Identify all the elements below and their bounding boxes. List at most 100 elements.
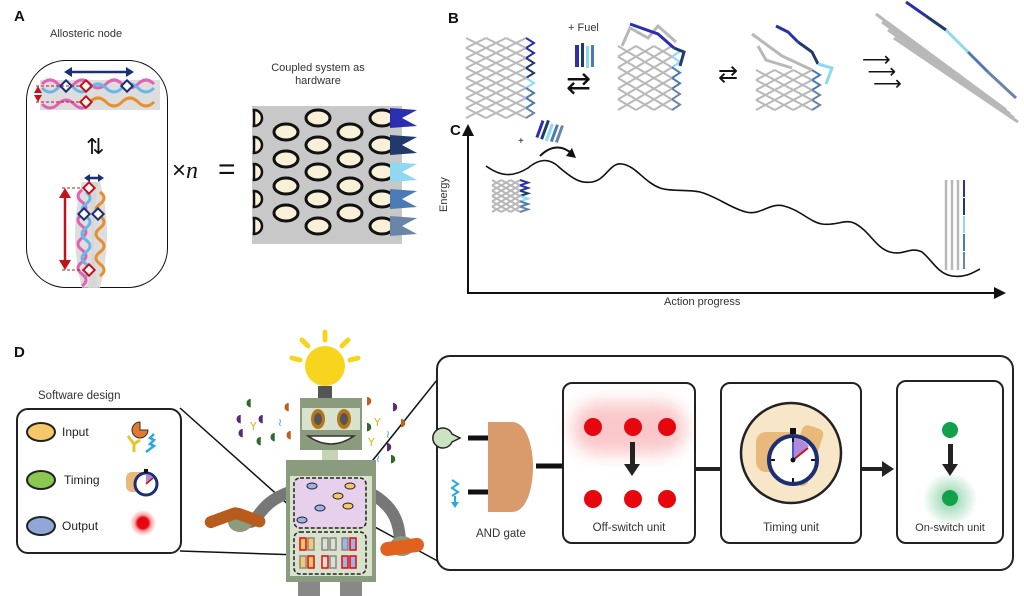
lattice-beam — [500, 184, 512, 192]
lattice-node — [272, 122, 300, 142]
robot-right-leg — [340, 582, 362, 596]
lattice-node — [272, 176, 300, 196]
red-dot — [584, 490, 602, 508]
svg-text:◖: ◖ — [286, 428, 292, 441]
lattice-beam — [635, 66, 655, 79]
lattice-beam — [485, 37, 507, 49]
strand — [811, 69, 822, 81]
strand-lock — [390, 135, 417, 155]
input-swatch — [26, 422, 56, 442]
lattice-beam — [653, 77, 673, 90]
legend-item-output: Output — [26, 516, 98, 536]
strand — [811, 89, 822, 101]
strand — [525, 37, 536, 49]
lattice-beam — [491, 200, 502, 208]
svg-text:◖: ◖ — [246, 396, 252, 409]
multiplier-label: ×n — [172, 157, 198, 185]
lattice-lower — [617, 45, 682, 111]
released-strand — [966, 50, 990, 74]
lattice-beam — [617, 55, 637, 69]
legend-label-input: Input — [62, 425, 89, 439]
strand — [519, 184, 532, 192]
fuel-strands-icon-c — [535, 119, 564, 143]
svg-text:Y: Y — [373, 416, 381, 429]
and-gate-label: AND gate — [476, 528, 526, 540]
strand — [525, 107, 536, 119]
green-dot-initial — [942, 422, 958, 438]
lattice-beam — [755, 99, 776, 111]
fuel-plus-mark: + — [518, 136, 524, 147]
svg-text:◖: ◖ — [236, 412, 242, 425]
lattice-beam — [755, 69, 776, 81]
coupled-hardware-lattice — [252, 106, 417, 244]
svg-text:≀: ≀ — [376, 452, 380, 465]
lattice-beam — [653, 45, 673, 58]
origami-start-inset — [491, 179, 532, 213]
lattice-node — [272, 149, 300, 169]
red-dot — [624, 490, 642, 508]
input-zigzag-icon — [450, 479, 460, 502]
strand — [525, 87, 536, 99]
lattice-beam — [500, 200, 512, 208]
lattice-beam — [792, 79, 813, 91]
lattice-beam — [491, 184, 502, 192]
lattice-beam — [505, 57, 527, 69]
lattice-beam — [500, 179, 512, 187]
hardware-title-line1: Coupled system as — [271, 62, 365, 74]
lattice-beam — [893, 36, 1019, 124]
red-dot — [624, 418, 642, 436]
equilibrium-arrow-2: ⇄ — [718, 61, 739, 88]
y-axis-arrowhead — [462, 124, 474, 136]
legend-label-output: Output — [62, 519, 99, 533]
lattice-beam — [465, 37, 487, 49]
strand — [525, 67, 536, 79]
robot-left-hand — [204, 507, 266, 532]
lattice-beam — [774, 79, 794, 91]
lattice-beam — [485, 77, 507, 89]
lattice-beam — [491, 205, 502, 213]
energy-axis-label: Energy — [438, 177, 450, 212]
robot-mouth — [305, 435, 357, 445]
lattice-node — [304, 135, 332, 155]
timing-swatch — [26, 470, 56, 490]
lattice-node — [336, 149, 364, 169]
lattice-beam — [653, 98, 673, 111]
lattice-beam — [485, 57, 507, 69]
svg-text:◖: ◖ — [284, 400, 290, 413]
strand — [671, 66, 682, 79]
lattice-beam — [491, 189, 502, 197]
svg-text:◖: ◖ — [270, 430, 276, 443]
legend-label-timing: Timing — [64, 473, 100, 487]
fuel-strands-icon — [575, 43, 594, 68]
red-dot — [658, 490, 676, 508]
down-arrow-icon — [630, 442, 635, 468]
strand — [519, 205, 532, 213]
lattice-beam — [653, 55, 673, 69]
origami-final-state — [875, 0, 1019, 124]
lattice-beam — [485, 87, 507, 99]
lattice-beam — [617, 98, 637, 111]
floating-molecules: ◖◖ ◖◖ ◖◖ ◖◖ Y≀ ◗◗ Y◗ ◗≀ Y◗ ≀◗ — [236, 394, 406, 465]
timing-stopwatch-icon — [739, 401, 843, 505]
strand — [525, 57, 536, 69]
lattice-half-node — [252, 189, 264, 209]
strand — [519, 179, 532, 187]
lattice-beam — [465, 107, 487, 119]
connector-off-to-timing — [694, 467, 722, 471]
svg-text:Y: Y — [367, 436, 375, 449]
arrowhead-to-on-switch — [882, 461, 894, 477]
lattice-beam — [485, 67, 507, 79]
lattice-beam — [617, 45, 637, 58]
equilibrium-arrow-1: ⇄ — [566, 67, 592, 100]
lattice-beam — [617, 66, 637, 79]
input-molecules-icon — [126, 421, 157, 453]
legend-item-timing: Timing — [26, 470, 100, 490]
x-axis-arrowhead — [994, 287, 1006, 299]
off-switch-unit-box: Off-switch unit — [562, 382, 696, 544]
lattice-beam — [510, 189, 521, 197]
forward-arrows-icon: ⟶ ⟶ ⟶ — [862, 49, 902, 95]
lattice-beam — [505, 97, 527, 109]
released-strand — [905, 0, 927, 18]
svg-text:◗: ◗ — [392, 400, 398, 413]
lattice-beam — [510, 179, 521, 187]
